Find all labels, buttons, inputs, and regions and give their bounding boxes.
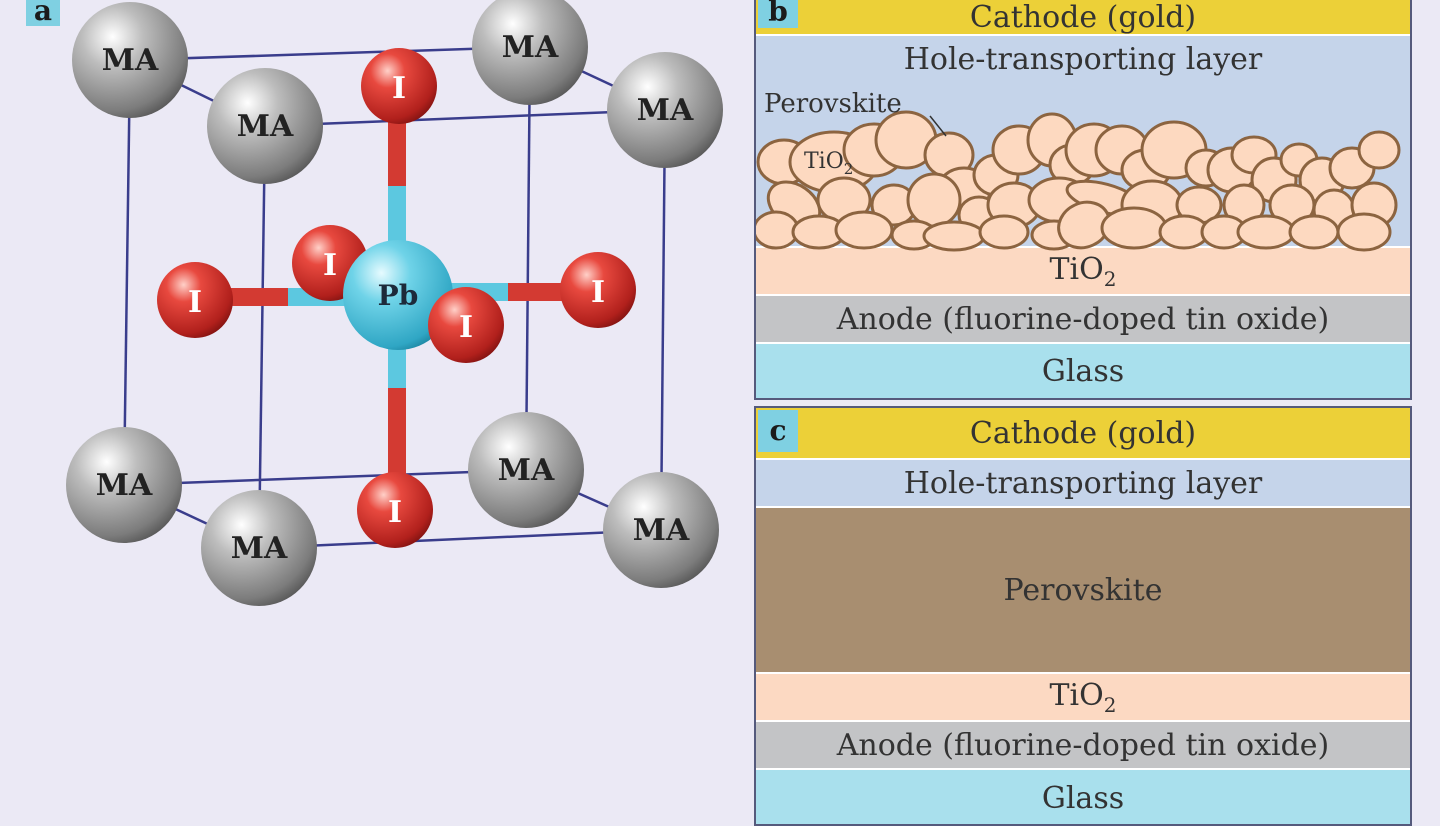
ma-label: MA [231, 531, 288, 566]
i-label: I [323, 248, 337, 283]
panel-b-glass-layer-label: Glass [1041, 353, 1125, 389]
pb-label: Pb [378, 279, 419, 312]
ma-atom-back-bottom-right: MA [468, 412, 584, 528]
i-atom-right: I [560, 252, 636, 328]
perovskite-crystal-diagram: MA MA MA MA I I I I Pb I I MA MA MA MA [66, 0, 723, 606]
perovskite-leader-line [929, 115, 947, 137]
pb-atom: Pb [343, 240, 453, 350]
panel-b-anode-layer-label: Anode (fluorine-doped tin oxide) [836, 301, 1330, 337]
i-label: I [392, 71, 406, 106]
tio2-particle [756, 210, 800, 250]
panel-c-perovskite-layer: Perovskite [756, 508, 1410, 674]
tio2-particle [1100, 206, 1168, 250]
ma-atom-front-top-right: MA [607, 52, 723, 168]
panel-c-glass-layer: Glass [756, 770, 1410, 824]
ma-atom-front-bottom-left: MA [201, 490, 317, 606]
panel-b-tio2-layer-label: TiO2 [1049, 251, 1117, 291]
ma-label: MA [498, 453, 555, 488]
perovskite-label: Perovskite [764, 89, 902, 119]
i-atom-top: I [361, 48, 437, 124]
tio2-particle [906, 172, 962, 228]
ma-label: MA [96, 468, 153, 503]
ma-label: MA [237, 109, 294, 144]
panel-b-cathode-layer: Cathode (gold) [756, 0, 1410, 36]
panel-c-hole-transport-layer: Hole-transporting layer [756, 460, 1410, 508]
tio2-particle [1336, 212, 1392, 252]
panel-c-perovskite-layer-label: Perovskite [1003, 572, 1163, 608]
ma-label: MA [637, 93, 694, 128]
panel-c-anode-layer: Anode (fluorine-doped tin oxide) [756, 722, 1410, 770]
panel-b-anode-layer: Anode (fluorine-doped tin oxide) [756, 296, 1410, 344]
ma-atom-front-bottom-right: MA [603, 472, 719, 588]
tio2-particle [1357, 130, 1401, 170]
i-atom-left: I [157, 262, 233, 338]
tio2-particle [1236, 214, 1296, 250]
ma-atom-back-top-left: MA [72, 2, 188, 118]
i-atom-bottom: I [357, 472, 433, 548]
i-label: I [459, 310, 473, 345]
tio2-particle [978, 214, 1030, 250]
panel-a-tag: a [26, 0, 60, 26]
i-label: I [591, 275, 605, 310]
tio2-particle [834, 210, 894, 250]
ma-atom-back-bottom-left: MA [66, 427, 182, 543]
tio2-particle [1057, 200, 1111, 250]
i-label: I [388, 495, 402, 530]
panel-b-tag: b [758, 0, 798, 28]
panel-c-glass-layer-label: Glass [1041, 780, 1125, 816]
panel-c-tag: c [758, 410, 798, 452]
ma-label: MA [102, 43, 159, 78]
tio2-particle [922, 220, 986, 252]
ma-label: MA [502, 30, 559, 65]
panel-b-tio2-layer: TiO2 [756, 248, 1410, 296]
panel-c-anode-layer-label: Anode (fluorine-doped tin oxide) [836, 727, 1330, 763]
panel-b-glass-layer: Glass [756, 344, 1410, 398]
panel-c-hole-transport-layer-label: Hole-transporting layer [903, 465, 1263, 501]
panel-c-tio2-layer: TiO2 [756, 674, 1410, 722]
ma-atom-back-top-right: MA [472, 0, 588, 105]
ma-atom-front-top-left: MA [207, 68, 323, 184]
panel-c-cathode-layer: Cathode (gold) [756, 408, 1410, 460]
panel-b-hole-transport-layer-label: Hole-transporting layer [903, 42, 1263, 77]
panel-c-tio2-layer-label: TiO2 [1049, 677, 1117, 717]
panel-b-cathode-layer-label: Cathode (gold) [969, 0, 1197, 35]
panel-c-cathode-layer-label: Cathode (gold) [969, 415, 1197, 451]
i-atom-front: I [428, 287, 504, 363]
ma-label: MA [633, 513, 690, 548]
i-label: I [188, 285, 202, 320]
tio2-particle [1288, 214, 1340, 250]
